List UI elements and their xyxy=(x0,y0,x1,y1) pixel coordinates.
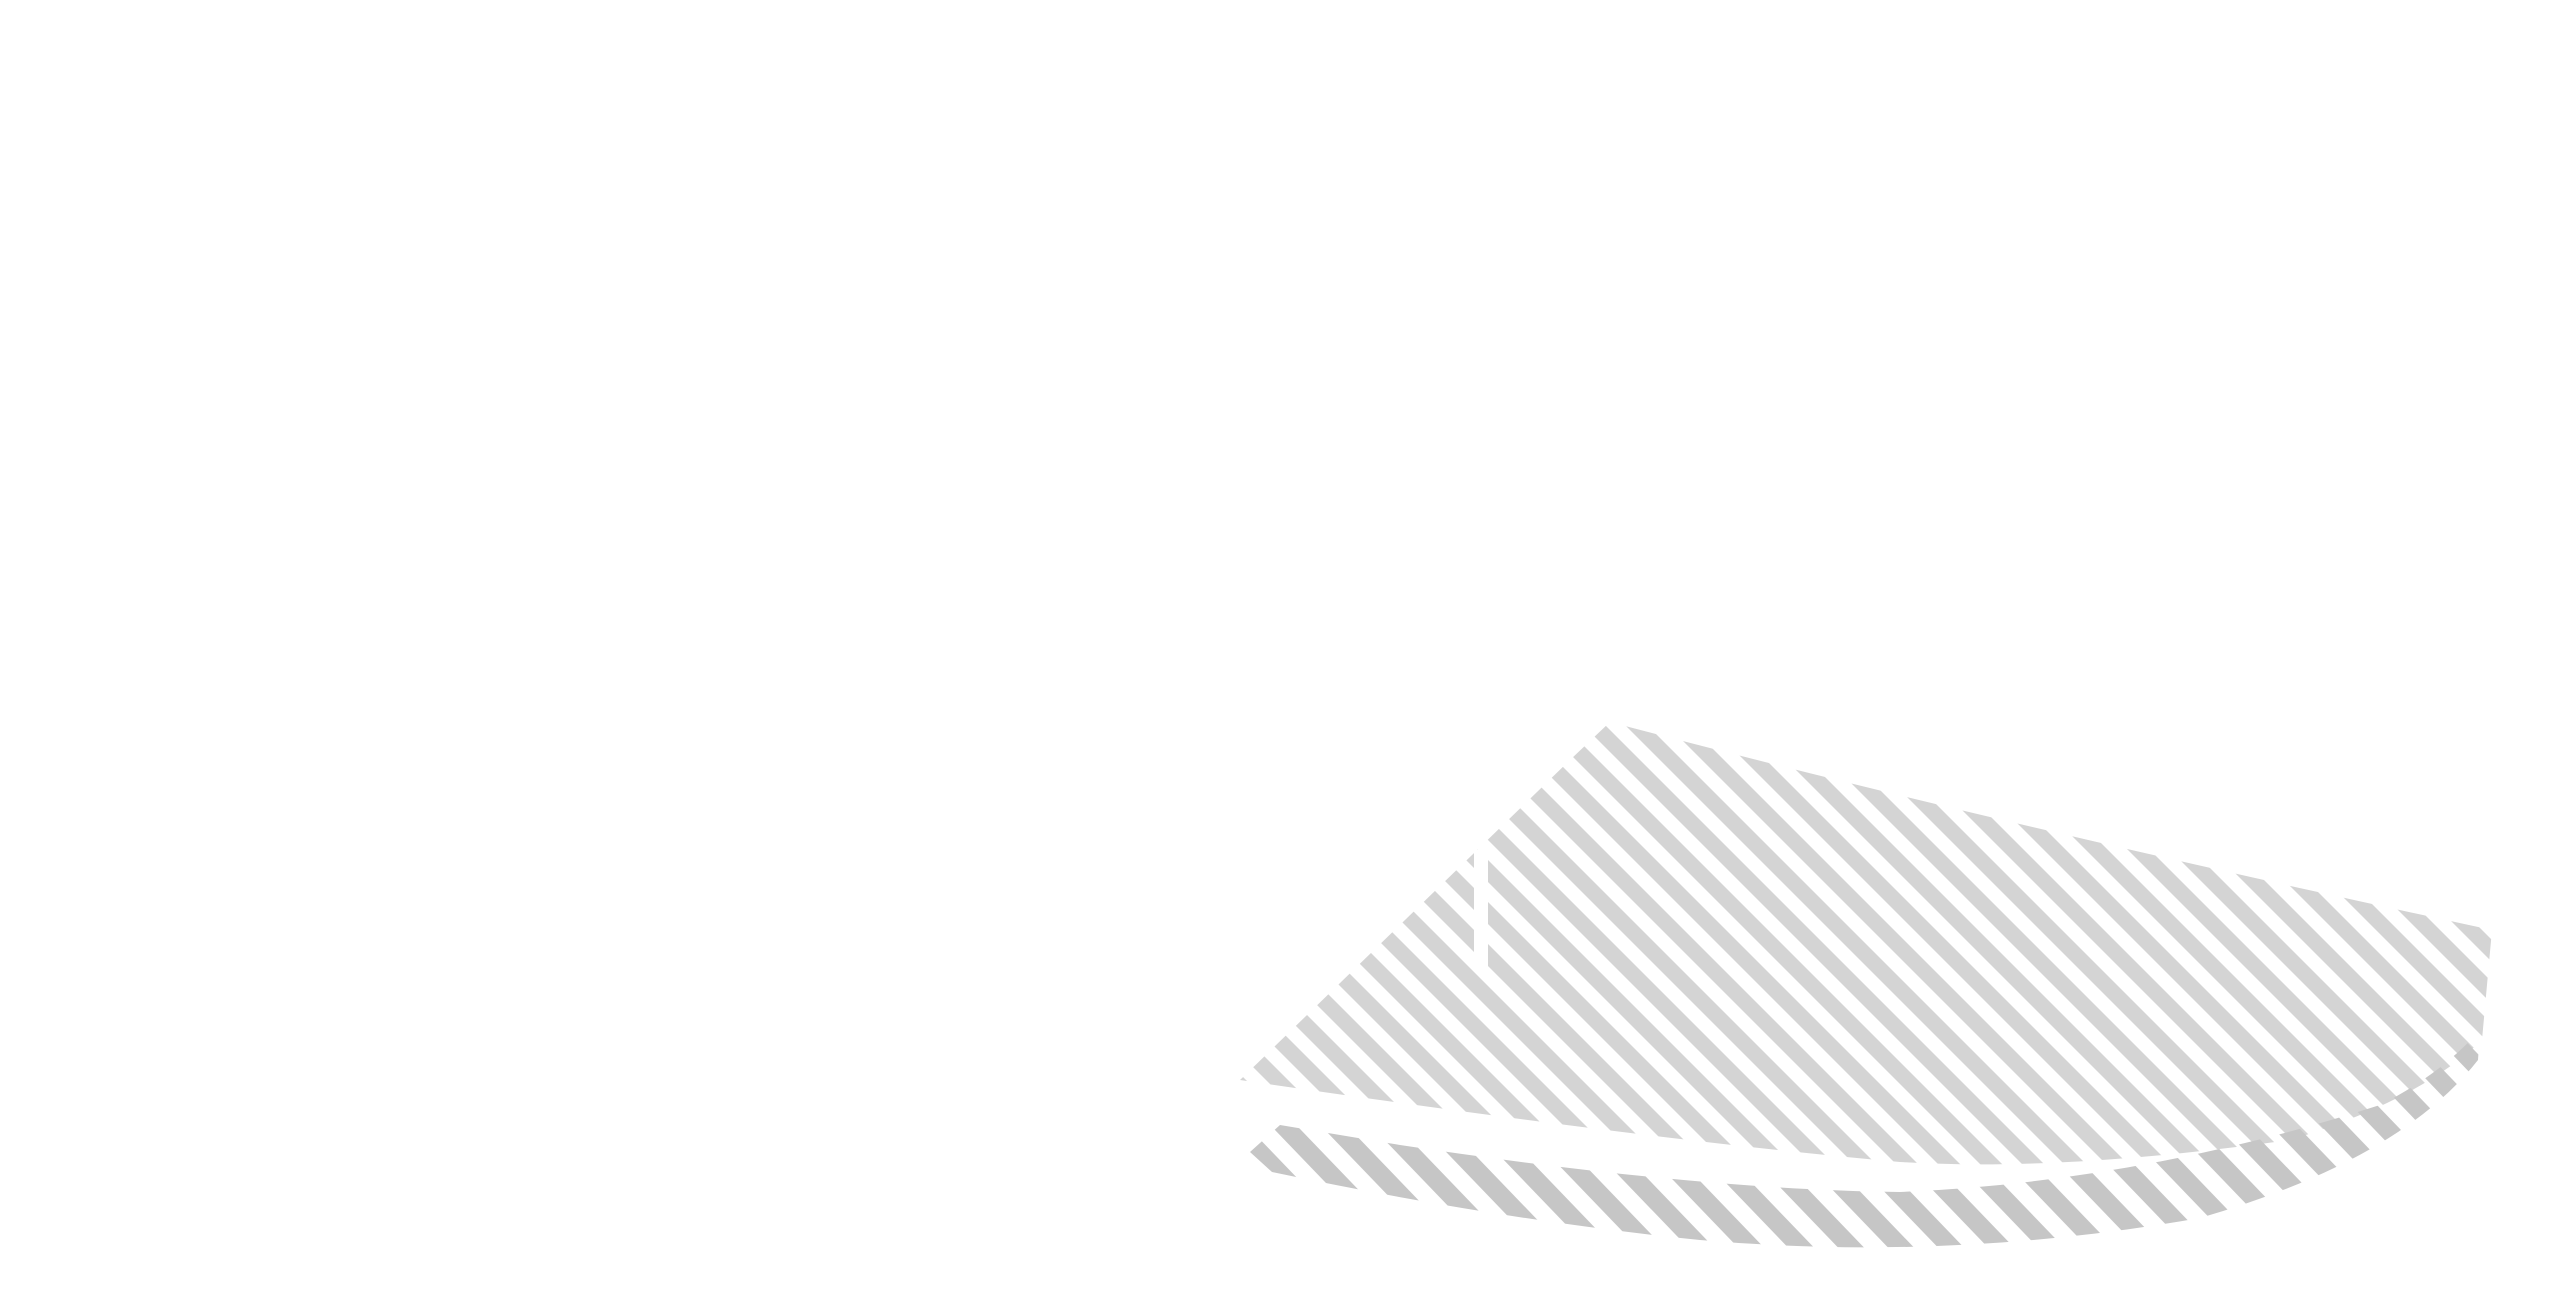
stripe xyxy=(1240,722,1258,1165)
stripe xyxy=(850,1000,1126,1260)
stripe xyxy=(1726,722,2308,1165)
stripe xyxy=(2524,700,2559,1260)
stripe xyxy=(1558,722,2140,1165)
stripe xyxy=(1894,722,2476,1165)
stripe xyxy=(1250,1030,1476,1248)
stripe xyxy=(800,1000,1076,1260)
stripe xyxy=(2500,1000,2559,1260)
stripe xyxy=(900,1000,1176,1260)
stripe xyxy=(1348,722,1930,1165)
stripe xyxy=(2482,722,2492,1165)
stripe xyxy=(1240,722,1384,1165)
stripe xyxy=(1684,722,2266,1165)
stripe xyxy=(1240,722,1300,1165)
stripe xyxy=(634,700,1216,1260)
stripe xyxy=(1240,722,1342,1165)
stripe xyxy=(1852,722,2434,1165)
stripe xyxy=(700,1000,976,1260)
stripe xyxy=(2450,1030,2480,1248)
notch xyxy=(1474,850,1488,972)
stripe xyxy=(1810,722,2392,1165)
stripe xyxy=(1250,1030,1376,1248)
stripe xyxy=(2440,722,2492,1165)
stripe xyxy=(592,700,1174,1260)
stripe xyxy=(340,700,922,1260)
stripe xyxy=(1390,722,1972,1165)
stripe xyxy=(550,700,1132,1260)
stripe xyxy=(1768,722,2350,1165)
stripe xyxy=(382,700,964,1260)
stripe xyxy=(466,700,1048,1260)
stripe xyxy=(1642,722,2224,1165)
stripe xyxy=(950,1000,1226,1260)
stripe xyxy=(1474,722,2056,1165)
stripe xyxy=(1600,722,2182,1165)
stripe xyxy=(2400,1030,2480,1248)
stripe xyxy=(750,1000,1026,1260)
stripe xyxy=(1516,722,2098,1165)
stripe xyxy=(2550,1000,2559,1260)
stripe xyxy=(1250,1030,1276,1248)
stripe xyxy=(1432,722,2014,1165)
stripe xyxy=(508,700,1090,1260)
stripe xyxy=(424,700,1006,1260)
